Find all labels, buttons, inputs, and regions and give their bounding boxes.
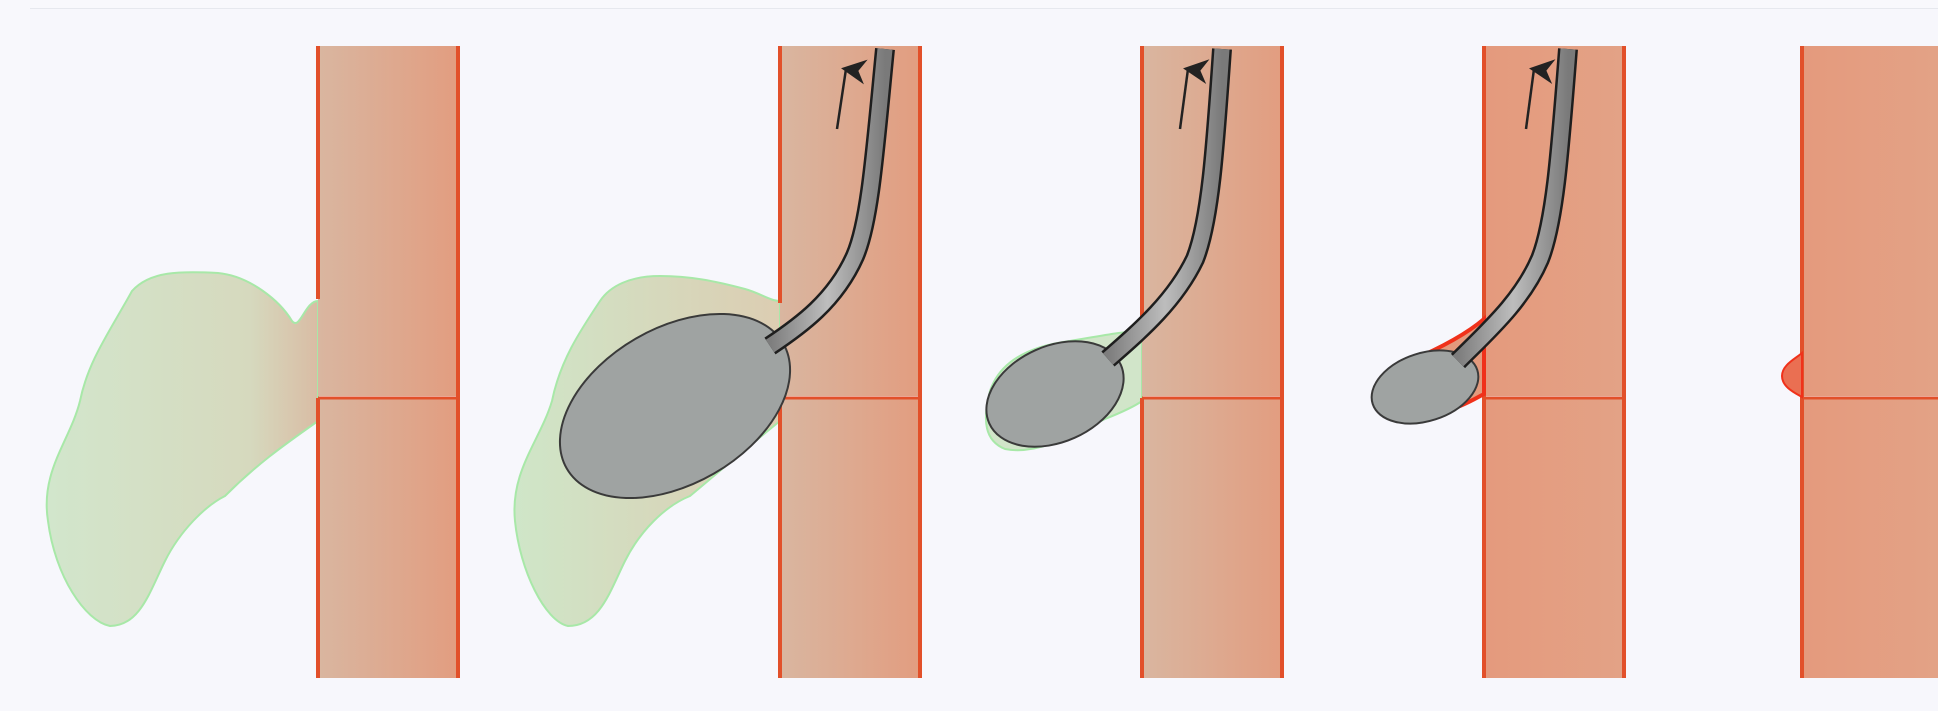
- vessel-lower: [1484, 398, 1624, 678]
- vessel-upper: [780, 46, 920, 396]
- vessel-lower: [1802, 398, 1938, 678]
- vessel-upper: [1802, 46, 1938, 396]
- panel-5: [1782, 46, 1938, 678]
- panel-3: [970, 46, 1282, 678]
- vessel-lower: [1142, 398, 1282, 678]
- figure-frame: [30, 8, 1938, 711]
- panel-1: [47, 46, 458, 678]
- panel-2: [514, 46, 920, 678]
- vessel-upper: [318, 46, 458, 396]
- pseudoaneurysm-cavity: [47, 272, 318, 626]
- vessel-lower: [780, 398, 920, 678]
- panel-4: [1362, 46, 1624, 678]
- vessel-lower: [318, 398, 458, 678]
- sealed-bump: [1782, 353, 1802, 397]
- pseudoaneurysm-balloon-diagram: [30, 9, 1938, 711]
